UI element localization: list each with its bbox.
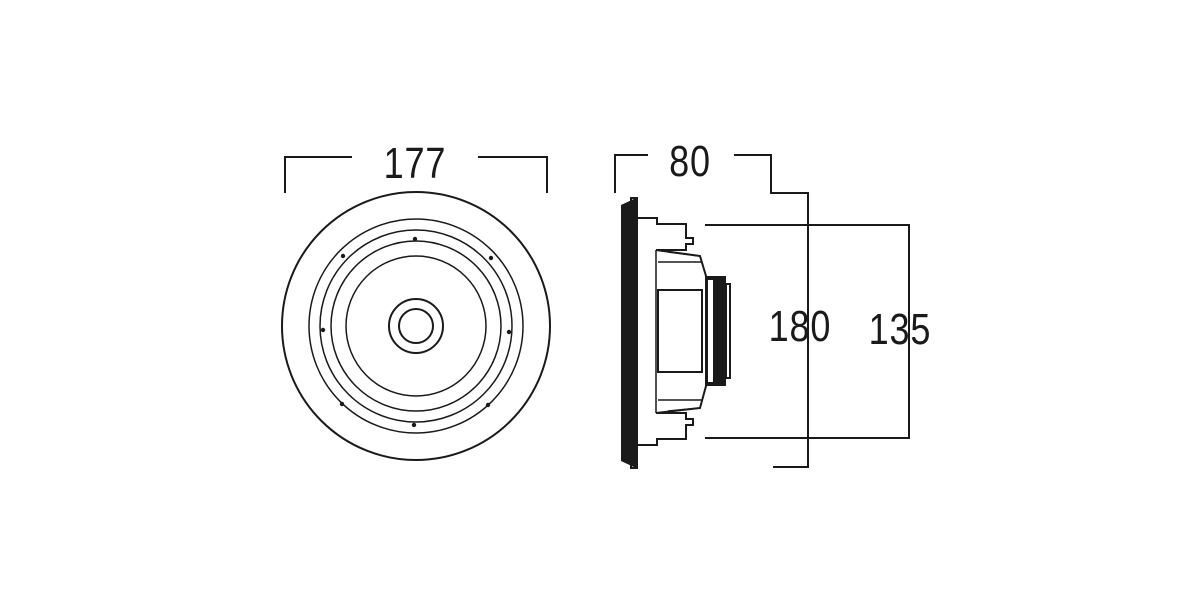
screw-dot [485,402,491,408]
screw-dot [339,401,345,407]
width-dimension-bracket [284,156,548,193]
mounting-screw-dots [320,236,512,428]
screw-dot [506,329,512,335]
speaker-front-face [281,191,551,461]
screw-dot [488,255,494,261]
cutout-dimension-bracket [705,224,910,439]
outer-diameter-label: 180 [769,302,832,351]
depth-dimension-label: 80 [669,137,711,186]
depth-dimension-bracket [614,154,809,468]
side-view: 80 180 135 [614,137,932,469]
cutout-diameter-label: 135 [869,305,932,354]
screw-dot [320,327,326,333]
screw-dot [340,253,346,259]
speaker-side-profile [621,197,731,469]
screw-dot [412,236,418,242]
front-view: 177 [281,139,551,461]
screw-dot [411,422,417,428]
width-dimension-label: 177 [384,139,447,188]
front-bezel [621,198,636,468]
